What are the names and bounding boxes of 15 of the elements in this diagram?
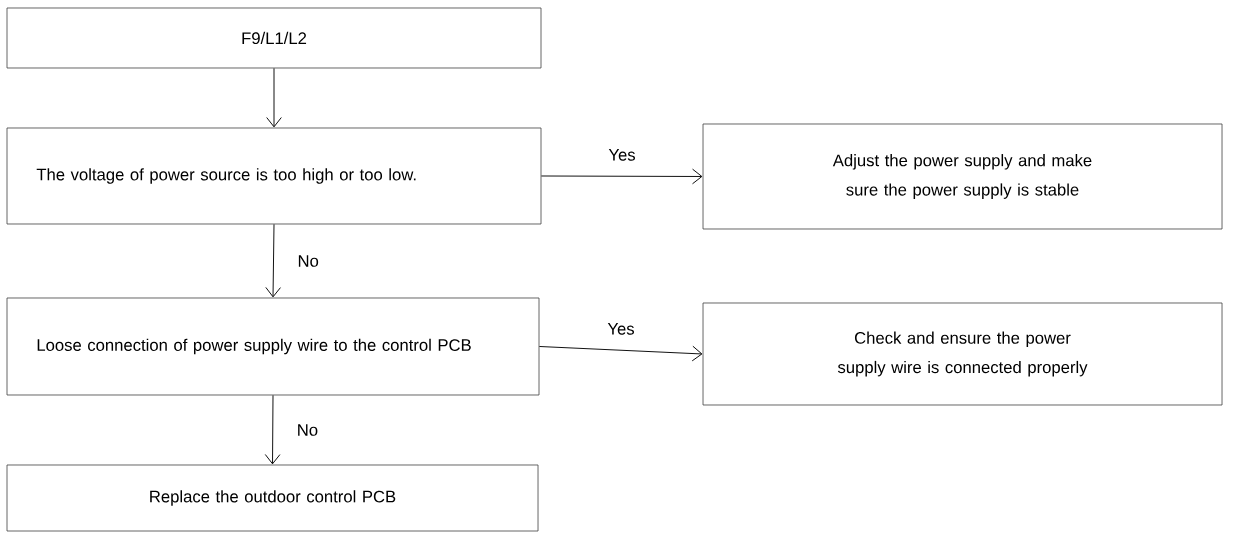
edge-label: Yes [607, 323, 634, 335]
arrow [266, 67, 282, 128]
arrow [538, 345, 703, 362]
process-box: Check and ensure the power supply wire is connected properly [702, 302, 1223, 406]
process-box: The voltage of power source is too high or too low. [6, 127, 542, 225]
arrow [540, 168, 703, 185]
arrow [265, 223, 281, 298]
edge-label: No [298, 255, 319, 267]
process-box: Adjust the power supply and make sure the power supply is stable [702, 123, 1223, 230]
process-box: F9/L1/L2 [6, 7, 542, 69]
edge-label: No [298, 424, 318, 436]
process-box: Replace the outdoor control PCB [6, 464, 539, 532]
arrow [264, 394, 281, 465]
process-box: Loose connection of power supply wire to the control PCB [6, 297, 540, 396]
edge-label: Yes [608, 149, 635, 161]
